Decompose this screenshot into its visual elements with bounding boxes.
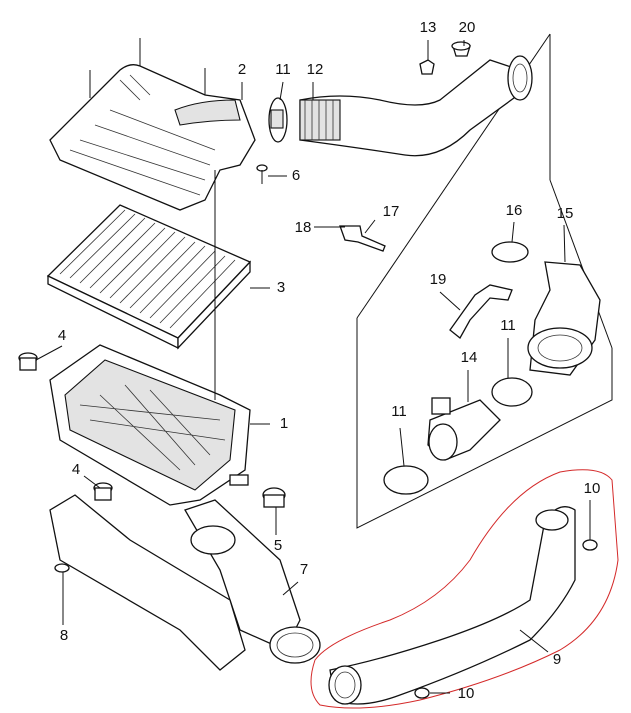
outlet-duct-9 [328, 506, 576, 705]
callout-3: 3 [277, 279, 285, 296]
clamp-11-low [383, 465, 429, 495]
grommet-4-lower [93, 482, 113, 501]
clamp-11-mid [491, 377, 533, 407]
vacuum-fitting-13 [419, 59, 435, 75]
callout-13: 13 [420, 19, 437, 36]
callout-4: 4 [72, 461, 80, 478]
highlight-outline [310, 469, 619, 709]
callout-11: 11 [391, 403, 407, 420]
air-filter-element [46, 204, 252, 350]
callout-10: 10 [458, 685, 475, 702]
callout-17: 17 [383, 203, 400, 220]
callout-20: 20 [459, 19, 476, 36]
callout-16: 16 [506, 202, 523, 219]
nut-10-bottom [414, 687, 430, 699]
breather-hose-19 [449, 284, 513, 339]
screw-6 [256, 164, 268, 184]
callout-12: 12 [307, 61, 324, 78]
callout-6: 6 [292, 167, 300, 184]
callout-2: 2 [238, 61, 246, 78]
callout-4: 4 [58, 327, 66, 344]
air-cleaner-housing [49, 170, 251, 506]
mass-air-flow-sensor-14 [427, 397, 501, 461]
callout-8: 8 [60, 627, 68, 644]
callout-1: 1 [280, 415, 288, 432]
air-duct-8 [49, 494, 246, 671]
callout-7: 7 [300, 561, 308, 578]
callout-9: 9 [553, 651, 561, 668]
grommet-20 [451, 41, 471, 57]
intake-duct-7 [184, 499, 321, 664]
air-cleaner-cover [49, 38, 256, 211]
callout-14: 14 [461, 349, 478, 366]
sensor-17-18 [339, 225, 386, 252]
grommet-5 [262, 487, 286, 508]
callout-19: 19 [430, 271, 447, 288]
callout-11: 11 [275, 61, 291, 78]
nut-10-right [582, 539, 598, 551]
hose-clamp-11-top [268, 97, 288, 143]
grommet-4-upper [18, 352, 38, 371]
intake-hose-12 [299, 55, 533, 157]
turbo-hose-15 [527, 261, 601, 376]
callout-11: 11 [500, 317, 516, 334]
clamp-16 [491, 241, 529, 263]
callout-10: 10 [584, 480, 601, 497]
callout-15: 15 [557, 205, 574, 222]
callout-5: 5 [274, 537, 282, 554]
leader-lines [35, 40, 591, 694]
callout-numbers: 1 2 3 4 4 5 6 7 8 9 10 10 11 11 11 12 13… [58, 19, 601, 702]
callout-18: 18 [295, 219, 312, 236]
